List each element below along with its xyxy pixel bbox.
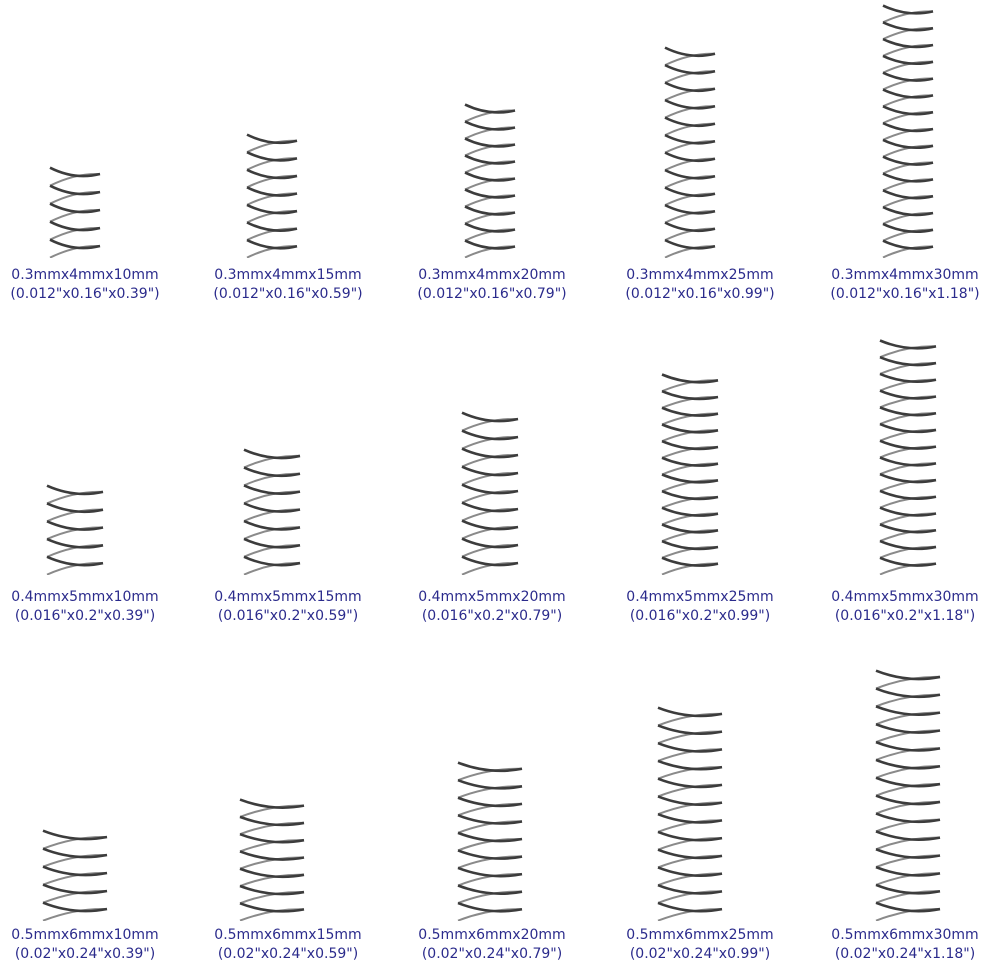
spring-metric-size: 0.4mmx5mmx25mm — [626, 589, 774, 605]
spring-label: 0.5mmx6mmx10mm (0.02"x0.24"x0.39") — [0, 926, 190, 964]
spring-metric-size: 0.5mmx6mmx10mm — [11, 927, 159, 943]
spring-12-image — [239, 798, 305, 921]
spring-coil-front — [657, 706, 723, 913]
spring-imperial-size: (0.016"x0.2"x1.18") — [834, 608, 976, 624]
spring-metric-size: 0.4mmx5mmx15mm — [214, 589, 362, 605]
spring-1-image — [49, 166, 101, 258]
spring-label: 0.5mmx6mmx30mm (0.02"x0.24"x1.18") — [800, 926, 988, 964]
spring-imperial-size: (0.012"x0.16"x0.59") — [213, 286, 363, 302]
spring-10-image — [879, 339, 937, 575]
spring-metric-size: 0.3mmx4mmx15mm — [214, 267, 362, 283]
spring-4-image — [664, 46, 716, 258]
spring-label: 0.4mmx5mmx10mm (0.016"x0.2"x0.39") — [0, 588, 190, 626]
spring-label: 0.3mmx4mmx30mm (0.012"x0.16"x1.18") — [800, 266, 988, 304]
spring-label: 0.4mmx5mmx15mm (0.016"x0.2"x0.59") — [183, 588, 393, 626]
spring-imperial-size: (0.02"x0.24"x0.99") — [629, 946, 771, 962]
spring-coil-front — [661, 373, 719, 567]
spring-metric-size: 0.4mmx5mmx10mm — [11, 589, 159, 605]
spring-14-image — [657, 706, 723, 921]
spring-metric-size: 0.5mmx6mmx20mm — [418, 927, 566, 943]
spring-coil-front — [664, 46, 716, 250]
spring-metric-size: 0.5mmx6mmx30mm — [831, 927, 979, 943]
spring-imperial-size: (0.016"x0.2"x0.59") — [217, 608, 359, 624]
spring-coil-back — [239, 804, 305, 921]
spring-metric-size: 0.5mmx6mmx15mm — [214, 927, 362, 943]
spring-coil-back — [246, 139, 298, 258]
spring-coil-front — [457, 761, 523, 913]
spring-11-image — [42, 829, 108, 921]
spring-coil-back — [42, 835, 108, 921]
spring-7-image — [243, 448, 301, 575]
spring-imperial-size: (0.012"x0.16"x0.79") — [417, 286, 567, 302]
spring-coil-front — [464, 103, 516, 250]
spring-coil-back — [882, 10, 934, 258]
spring-label: 0.5mmx6mmx20mm (0.02"x0.24"x0.79") — [387, 926, 597, 964]
spring-imperial-size: (0.02"x0.24"x1.18") — [834, 946, 976, 962]
spring-15-image — [875, 669, 941, 921]
spring-imperial-size: (0.016"x0.2"x0.99") — [629, 608, 771, 624]
spring-coil-front — [882, 4, 934, 250]
spring-imperial-size: (0.02"x0.24"x0.59") — [217, 946, 359, 962]
spring-coil-front — [879, 339, 937, 567]
spring-label: 0.3mmx4mmx25mm (0.012"x0.16"x0.99") — [595, 266, 805, 304]
spring-metric-size: 0.3mmx4mmx10mm — [11, 267, 159, 283]
spring-coil-back — [243, 454, 301, 575]
spring-coil-front — [239, 798, 305, 913]
spring-8-image — [461, 411, 519, 575]
spring-metric-size: 0.3mmx4mmx25mm — [626, 267, 774, 283]
spring-coil-front — [243, 448, 301, 567]
spring-coil-front — [461, 411, 519, 567]
spring-6-image — [46, 484, 104, 575]
spring-imperial-size: (0.012"x0.16"x0.99") — [625, 286, 775, 302]
spring-label: 0.3mmx4mmx15mm (0.012"x0.16"x0.59") — [183, 266, 393, 304]
spring-9-image — [661, 373, 719, 575]
spring-coil-front — [246, 133, 298, 250]
spring-imperial-size: (0.016"x0.2"x0.39") — [14, 608, 156, 624]
spring-label: 0.4mmx5mmx20mm (0.016"x0.2"x0.79") — [387, 588, 597, 626]
spring-coil-front — [875, 669, 941, 913]
spring-coil-back — [457, 767, 523, 921]
spring-label: 0.5mmx6mmx15mm (0.02"x0.24"x0.59") — [183, 926, 393, 964]
spring-label: 0.4mmx5mmx25mm (0.016"x0.2"x0.99") — [595, 588, 805, 626]
spring-imperial-size: (0.02"x0.24"x0.39") — [14, 946, 156, 962]
spring-imperial-size: (0.02"x0.24"x0.79") — [421, 946, 563, 962]
spring-3-image — [464, 103, 516, 258]
spring-label: 0.5mmx6mmx25mm (0.02"x0.24"x0.99") — [595, 926, 805, 964]
spring-imperial-size: (0.012"x0.16"x1.18") — [830, 286, 980, 302]
spring-coil-back — [49, 172, 101, 258]
spring-label: 0.3mmx4mmx20mm (0.012"x0.16"x0.79") — [387, 266, 597, 304]
spring-metric-size: 0.3mmx4mmx30mm — [831, 267, 979, 283]
spring-metric-size: 0.5mmx6mmx25mm — [626, 927, 774, 943]
spring-coil-front — [49, 166, 101, 250]
spring-metric-size: 0.4mmx5mmx30mm — [831, 589, 979, 605]
spring-coil-back — [464, 109, 516, 258]
spring-imperial-size: (0.016"x0.2"x0.79") — [421, 608, 563, 624]
spring-2-image — [246, 133, 298, 258]
spring-5-image — [882, 4, 934, 258]
spring-coil-front — [42, 829, 108, 913]
spring-coil-back — [461, 417, 519, 575]
spring-label: 0.4mmx5mmx30mm (0.016"x0.2"x1.18") — [800, 588, 988, 626]
spring-13-image — [457, 761, 523, 921]
spring-coil-front — [46, 484, 104, 567]
spring-metric-size: 0.4mmx5mmx20mm — [418, 589, 566, 605]
spring-imperial-size: (0.012"x0.16"x0.39") — [10, 286, 160, 302]
spring-label: 0.3mmx4mmx10mm (0.012"x0.16"x0.39") — [0, 266, 190, 304]
spring-metric-size: 0.3mmx4mmx20mm — [418, 267, 566, 283]
spring-coil-back — [46, 490, 104, 575]
